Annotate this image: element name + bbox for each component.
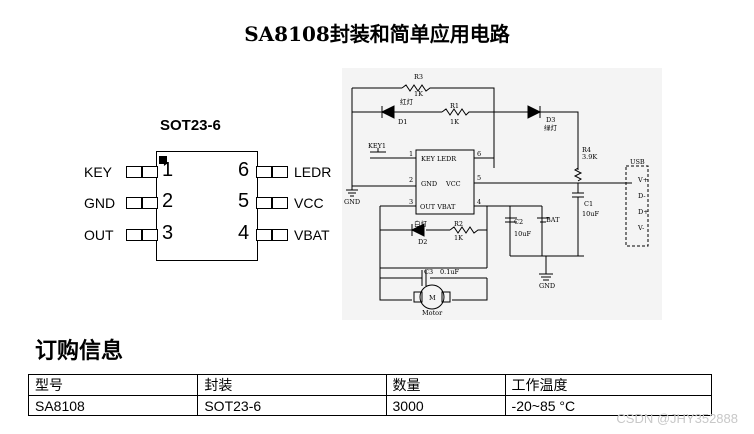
- cell-temperature: -20~85 °C: [504, 395, 713, 416]
- pin1-marker: [159, 156, 167, 164]
- table-header-row: 型号 封装 数量 工作温度: [27, 374, 713, 396]
- c3-value: 0.1uF: [440, 268, 460, 276]
- ic-vcc: VCC: [445, 180, 461, 188]
- r1-label: R1: [450, 102, 459, 110]
- gnd-label: GND: [344, 198, 360, 206]
- header-model: 型号: [27, 374, 199, 396]
- application-schematic: R3 1K 红灯 D1 R1 1K 绿灯 D3 KEY1 KEY LEDR GN…: [342, 68, 662, 320]
- pin1: 1: [409, 150, 413, 158]
- d3-label: D3: [546, 116, 555, 124]
- page-title: SA8108封装和简单应用电路: [244, 22, 510, 46]
- c2-label: C2: [514, 218, 523, 226]
- pin-label-vcc: VCC: [294, 195, 324, 211]
- pin4: 4: [477, 198, 481, 206]
- ic-gnd: GND: [421, 180, 437, 188]
- white-led-label: 白灯: [414, 219, 428, 228]
- ic-out-vbat: OUT VBAT: [420, 203, 456, 211]
- c1-value: 10uF: [582, 210, 599, 218]
- usb-label: USB: [630, 158, 645, 166]
- pin-number-1: 1: [162, 159, 174, 181]
- motor-m: M: [429, 294, 436, 302]
- header-package: 封装: [197, 374, 387, 396]
- key1-label: KEY1: [368, 142, 386, 150]
- usb-dminus: D-: [638, 192, 646, 200]
- c3-label: C3: [424, 268, 433, 276]
- r2-value: 1K: [454, 234, 463, 242]
- motor-label: Motor: [422, 309, 443, 317]
- usb-vminus: V-: [637, 224, 644, 232]
- header-temperature: 工作温度: [504, 374, 713, 396]
- pin-number-5: 5: [238, 190, 250, 212]
- r3-value: 1K: [414, 90, 423, 98]
- pin6: 6: [477, 150, 481, 158]
- usb-dplus: D+: [638, 208, 649, 216]
- r3-label: R3: [414, 73, 423, 81]
- pin-label-out: OUT: [84, 227, 114, 243]
- usb-vplus: V+: [637, 176, 648, 184]
- r1-value: 1K: [450, 118, 459, 126]
- pin-label-ledr: LEDR: [294, 164, 332, 180]
- ordering-table: 型号 封装 数量 工作温度 SA8108 SOT23-6 3000 -20~85…: [27, 374, 713, 416]
- ic-key-ledr: KEY LEDR: [421, 155, 457, 163]
- r4-label: R4: [582, 146, 591, 154]
- cell-quantity: 3000: [385, 395, 506, 416]
- cell-model: SA8108: [27, 395, 199, 416]
- c2-value: 10uF: [514, 230, 531, 238]
- d2-label: D2: [418, 238, 427, 246]
- pin-number-2: 2: [162, 190, 174, 212]
- pin-2: [126, 197, 158, 209]
- header-quantity: 数量: [385, 374, 506, 396]
- bat-label: BAT: [546, 216, 560, 224]
- table-row: SA8108 SOT23-6 3000 -20~85 °C: [27, 395, 713, 416]
- chip-body: [156, 151, 258, 261]
- cell-package: SOT23-6: [197, 395, 387, 416]
- r2-label: R2: [454, 220, 463, 228]
- d1-label: D1: [398, 118, 407, 126]
- watermark: CSDN @JHY352888: [616, 411, 738, 426]
- pin3: 3: [409, 198, 413, 206]
- gnd2-label: GND: [539, 282, 555, 290]
- pin-1: [126, 166, 158, 178]
- r4-value: 3.9K: [582, 153, 597, 161]
- package-diagram: SOT23-6 KEY 1 GND 2 OUT 3 6 LEDR 5 VCC 4…: [60, 105, 340, 265]
- pin-label-key: KEY: [84, 164, 113, 180]
- pin5: 5: [477, 174, 481, 182]
- pin-number-4: 4: [238, 222, 250, 244]
- pin-label-vbat: VBAT: [294, 227, 330, 243]
- pin-6: [256, 166, 288, 178]
- pin-label-gnd: GND: [84, 195, 116, 211]
- pin2: 2: [409, 176, 413, 184]
- green-led-label: 绿灯: [544, 123, 558, 132]
- pin-number-6: 6: [238, 159, 250, 181]
- pin-5: [256, 197, 288, 209]
- schematic-drawing: R3 1K 红灯 D1 R1 1K 绿灯 D3 KEY1 KEY LEDR GN…: [344, 73, 649, 317]
- c1-label: C1: [584, 200, 593, 208]
- pin-4: [256, 229, 288, 241]
- pin-3: [126, 229, 158, 241]
- red-led-label: 红灯: [400, 97, 414, 106]
- pin-number-3: 3: [162, 222, 174, 244]
- package-name: SOT23-6: [160, 117, 221, 134]
- ordering-heading: 订购信息: [35, 339, 124, 364]
